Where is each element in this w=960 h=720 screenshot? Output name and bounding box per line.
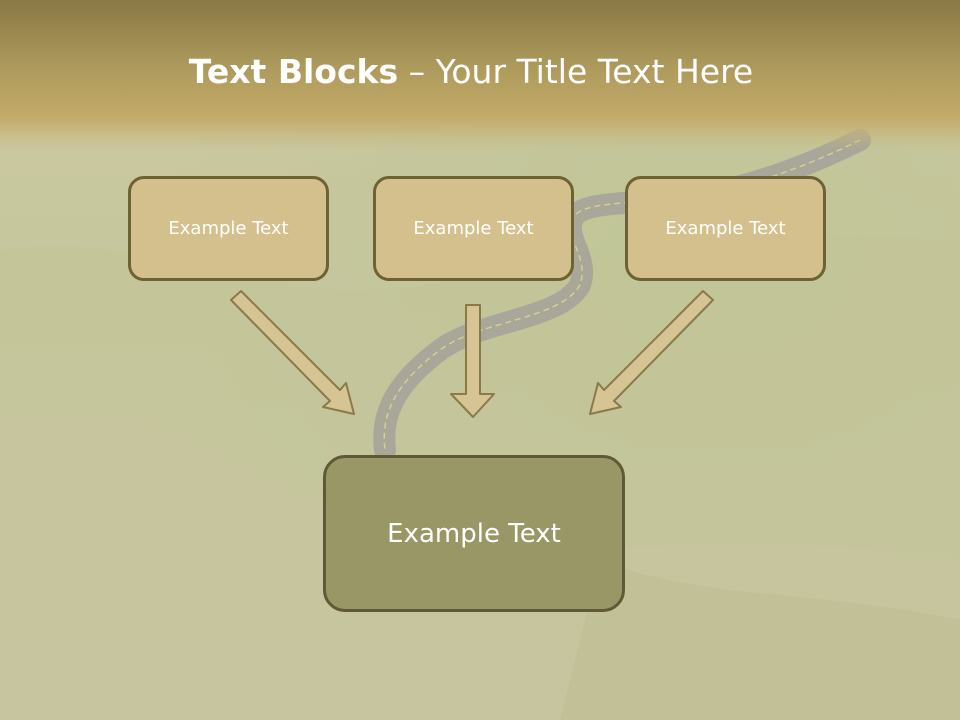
slide-title-rest: – Your Title Text Here bbox=[398, 52, 754, 91]
slide-title: Text Blocks – Your Title Text Here bbox=[0, 52, 942, 91]
text-block-result-label: Example Text bbox=[387, 518, 561, 549]
text-block-result: Example Text bbox=[323, 455, 625, 612]
slide-title-bold: Text Blocks bbox=[188, 52, 399, 91]
text-block-2: Example Text bbox=[373, 176, 574, 281]
title-bar bbox=[0, 0, 960, 150]
text-block-1: Example Text bbox=[128, 176, 329, 281]
text-block-3: Example Text bbox=[625, 176, 826, 281]
text-block-2-label: Example Text bbox=[413, 218, 534, 239]
text-block-3-label: Example Text bbox=[665, 218, 786, 239]
text-block-1-label: Example Text bbox=[168, 218, 289, 239]
